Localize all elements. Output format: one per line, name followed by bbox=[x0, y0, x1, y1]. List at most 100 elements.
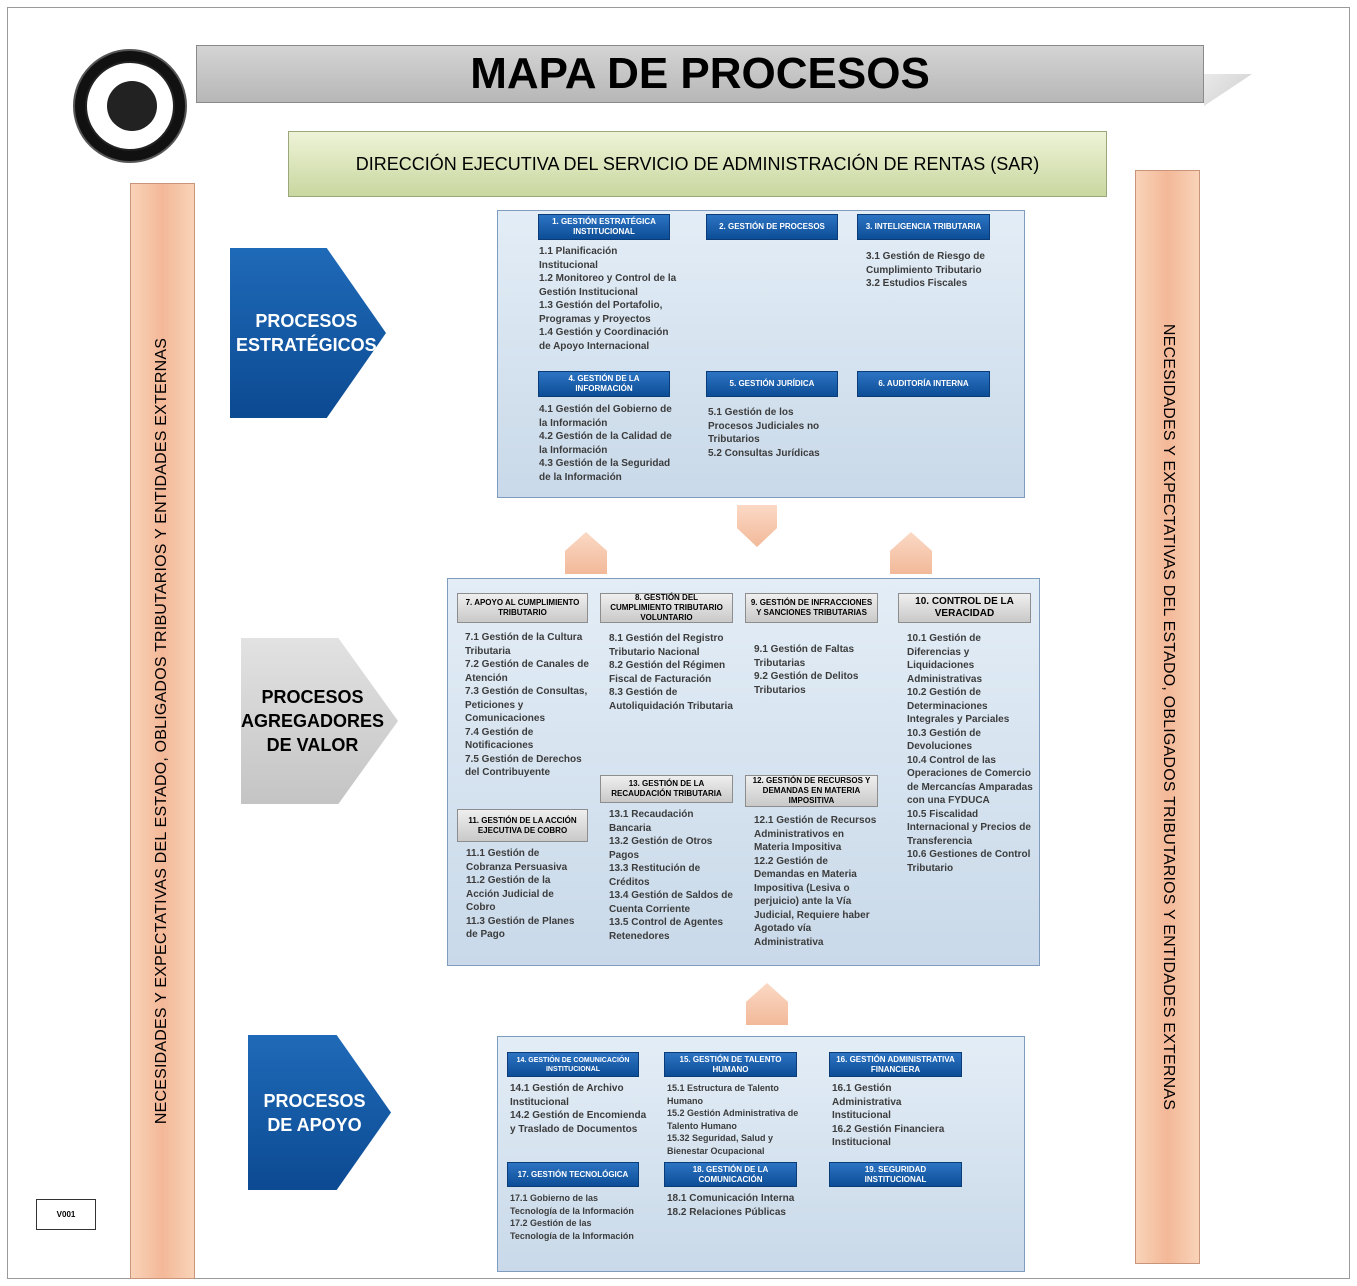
version-label: V001 bbox=[36, 1199, 96, 1230]
process-header-6: 6. AUDITORÍA INTERNA bbox=[857, 371, 990, 397]
list-item: 15.2 Gestión Administrativa de Talento H… bbox=[667, 1108, 799, 1131]
direccion-ejecutiva-box: DIRECCIÓN EJECUTIVA DEL SERVICIO DE ADMI… bbox=[288, 131, 1107, 197]
process-header-15: 15. GESTIÓN DE TALENTO HUMANO bbox=[664, 1052, 797, 1077]
list-item: 1.2 Monitoreo y Control de la Gestión In… bbox=[539, 273, 677, 298]
list-item: 16.1 Gestión Administrativa Instituciona… bbox=[832, 1083, 902, 1121]
arrow-estrategicos-line2: ESTRATÉGICOS bbox=[236, 335, 377, 355]
list-item: 17.1 Gobierno de las Tecnología de la In… bbox=[510, 1193, 634, 1216]
list-item: 11.2 Gestión de la Acción Judicial de Co… bbox=[466, 875, 554, 913]
process-header-19: 19. SEGURIDAD INSTITUCIONAL bbox=[829, 1162, 962, 1187]
list-item: 9.2 Gestión de Delitos Tributarios bbox=[754, 671, 859, 696]
process-list-13: 13.1 Recaudación Bancaria 13.2 Gestión d… bbox=[609, 808, 735, 943]
panel-procesos-valor bbox=[447, 578, 1040, 966]
list-item: 7.4 Gestión de Notificaciones bbox=[465, 726, 534, 752]
process-list-3: 3.1 Gestión de Riesgo de Cumplimiento Tr… bbox=[866, 250, 991, 291]
connector-down-arrow bbox=[737, 505, 777, 547]
page-frame bbox=[7, 7, 1350, 1279]
process-header-11: 11. GESTIÓN DE LA ACCIÓN EJECUTIVA DE CO… bbox=[457, 809, 588, 842]
process-list-1: 1.1 Planificación Institucional 1.2 Moni… bbox=[539, 245, 679, 353]
process-header-12: 12. GESTIÓN DE RECURSOS Y DEMANDAS EN MA… bbox=[745, 775, 878, 807]
process-list-15: 15.1 Estructura de Talento Humano 15.2 G… bbox=[667, 1082, 799, 1157]
list-item: 4.3 Gestión de la Seguridad de la Inform… bbox=[539, 458, 671, 483]
process-header-18: 18. GESTIÓN DE LA COMUNICACIÓN bbox=[664, 1162, 797, 1187]
list-item: 15.1 Estructura de Talento Humano bbox=[667, 1083, 779, 1106]
list-item: 10.6 Gestiones de Control Tributario bbox=[907, 849, 1031, 874]
process-list-18: 18.1 Comunicación Interna 18.2 Relacione… bbox=[667, 1192, 795, 1219]
list-item: 7.5 Gestión de Derechos del Contribuyent… bbox=[465, 753, 582, 779]
list-item: 1.1 Planificación Institucional bbox=[539, 246, 618, 271]
list-item: 16.2 Gestión Financiera Institucional bbox=[832, 1123, 945, 1149]
list-item: 13.1 Recaudación Bancaria bbox=[609, 809, 694, 834]
process-list-16: 16.1 Gestión Administrativa Instituciona… bbox=[832, 1082, 960, 1150]
process-header-14: 14. GESTIÓN DE COMUNICACIÓN INSTITUCIONA… bbox=[507, 1052, 639, 1077]
process-list-14: 14.1 Gestión de Archivo Institucional 14… bbox=[510, 1082, 650, 1136]
process-list-10: 10.1 Gestión de Diferencias y Liquidacio… bbox=[907, 632, 1035, 875]
arrow-apoyo-line1: PROCESOS bbox=[263, 1090, 366, 1111]
seal-ring bbox=[85, 61, 175, 151]
list-item: 8.1 Gestión del Registro Tributario Naci… bbox=[609, 633, 724, 658]
list-item: 12.2 Gestión de Demandas en Materia Impo… bbox=[754, 855, 870, 948]
list-item: 17.2 Gestión de las Tecnología de la Inf… bbox=[510, 1218, 634, 1241]
right-banner-text: NECESIDADES Y EXPECTATIVAS DEL ESTADO, O… bbox=[1160, 323, 1177, 1111]
process-header-1: 1. GESTIÓN ESTRATÉGICA INSTITUCIONAL bbox=[538, 214, 670, 240]
arrow-valor-line3: DE VALOR bbox=[266, 735, 359, 755]
arrow-apoyo-line2: DE APOYO bbox=[267, 1114, 362, 1135]
arrow-estrategicos-line1: PROCESOS bbox=[255, 311, 358, 331]
process-header-2: 2. GESTIÓN DE PROCESOS bbox=[706, 214, 838, 240]
process-list-4: 4.1 Gestión del Gobierno de la Informaci… bbox=[539, 403, 679, 484]
list-item: 1.3 Gestión del Portafolio, Programas y … bbox=[539, 300, 663, 325]
list-item: 5.2 Consultas Jurídicas bbox=[708, 447, 820, 459]
process-list-17: 17.1 Gobierno de las Tecnología de la In… bbox=[510, 1192, 640, 1242]
list-item: 9.1 Gestión de Faltas Tributarias bbox=[754, 644, 855, 669]
left-banner-text: NECESIDADES Y EXPECTATIVAS DEL ESTADO, O… bbox=[153, 337, 170, 1125]
arrow-valor-line1: PROCESOS bbox=[261, 687, 364, 707]
list-item: 13.2 Gestión de Otros Pagos bbox=[609, 836, 713, 861]
arrow-valor-line2: AGREGADORES bbox=[241, 711, 385, 731]
list-item: 18.2 Relaciones Públicas bbox=[667, 1206, 786, 1218]
process-list-9: 9.1 Gestión de Faltas Tributarias 9.2 Ge… bbox=[754, 643, 876, 697]
list-item: 3.1 Gestión de Riesgo de Cumplimiento Tr… bbox=[866, 251, 985, 276]
process-list-7: 7.1 Gestión de la Cultura Tributaria 7.2… bbox=[465, 631, 589, 780]
process-header-3: 3. INTELIGENCIA TRIBUTARIA bbox=[857, 214, 990, 240]
connector-up-arrow-right bbox=[890, 532, 932, 574]
page-title: MAPA DE PROCESOS bbox=[196, 45, 1204, 103]
process-header-9: 9. GESTIÓN DE INFRACCIONES Y SANCIONES T… bbox=[745, 593, 878, 623]
list-item: 3.2 Estudios Fiscales bbox=[866, 278, 968, 289]
list-item: 10.3 Gestión de Devoluciones bbox=[907, 727, 981, 753]
list-item: 4.1 Gestión del Gobierno de la Informaci… bbox=[539, 404, 672, 429]
left-banner bbox=[130, 183, 195, 1279]
list-item: 5.1 Gestión de los Procesos Judiciales n… bbox=[708, 407, 820, 445]
process-header-16: 16. GESTIÓN ADMINISTRATIVA FINANCIERA bbox=[829, 1052, 962, 1077]
process-header-10: 10. CONTROL DE LA VERACIDAD bbox=[898, 593, 1031, 623]
list-item: 7.3 Gestión de Consultas, Peticiones y C… bbox=[465, 686, 588, 724]
list-item: 13.3 Restitución de Créditos bbox=[609, 863, 701, 888]
list-item: 14.2 Gestión de Encomienda y Traslado de… bbox=[510, 1110, 647, 1135]
process-list-11: 11.1 Gestión de Cobranza Persuasiva 11.2… bbox=[466, 847, 586, 942]
list-item: 15.32 Seguridad, Salud y Bienestar Ocupa… bbox=[667, 1133, 774, 1156]
list-item: 10.2 Gestión de Determinaciones Integral… bbox=[907, 687, 1010, 725]
process-list-12: 12.1 Gestión de Recursos Administrativos… bbox=[754, 814, 880, 949]
list-item: 8.2 Gestión del Régimen Fiscal de Factur… bbox=[609, 660, 726, 685]
process-header-7: 7. APOYO AL CUMPLIMIENTO TRIBUTARIO bbox=[457, 593, 588, 623]
list-item: 4.2 Gestión de la Calidad de la Informac… bbox=[539, 431, 672, 456]
connector-up-arrow-bottom bbox=[746, 983, 788, 1025]
process-list-5: 5.1 Gestión de los Procesos Judiciales n… bbox=[708, 406, 836, 460]
list-item: 12.1 Gestión de Recursos Administrativos… bbox=[754, 815, 877, 853]
list-item: 14.1 Gestión de Archivo Institucional bbox=[510, 1083, 624, 1108]
list-item: 10.5 Fiscalidad Internacional y Precios … bbox=[907, 808, 1031, 847]
list-item: 10.1 Gestión de Diferencias y Liquidacio… bbox=[907, 633, 983, 685]
list-item: 11.3 Gestión de Planes de Pago bbox=[466, 915, 575, 941]
list-item: 13.4 Gestión de Saldos de Cuenta Corrien… bbox=[609, 890, 733, 915]
panel-procesos-estrategicos bbox=[497, 210, 1025, 498]
sar-seal-logo bbox=[73, 49, 187, 163]
list-item: 18.1 Comunicación Interna bbox=[667, 1193, 795, 1204]
process-header-5: 5. GESTIÓN JURÍDICA bbox=[706, 371, 838, 397]
list-item: 11.1 Gestión de Cobranza Persuasiva bbox=[466, 848, 568, 873]
list-item: 1.4 Gestión y Coordinación de Apoyo Inte… bbox=[539, 327, 669, 352]
list-item: 8.3 Gestión de Autoliquidación Tributari… bbox=[609, 687, 733, 712]
process-header-4: 4. GESTIÓN DE LA INFORMACIÓN bbox=[538, 371, 670, 397]
connector-up-arrow-left bbox=[565, 532, 607, 574]
process-header-17: 17. GESTIÓN TECNOLÓGICA bbox=[507, 1162, 639, 1187]
right-banner bbox=[1135, 170, 1200, 1264]
list-item: 10.4 Control de las Operaciones de Comer… bbox=[907, 754, 1033, 807]
